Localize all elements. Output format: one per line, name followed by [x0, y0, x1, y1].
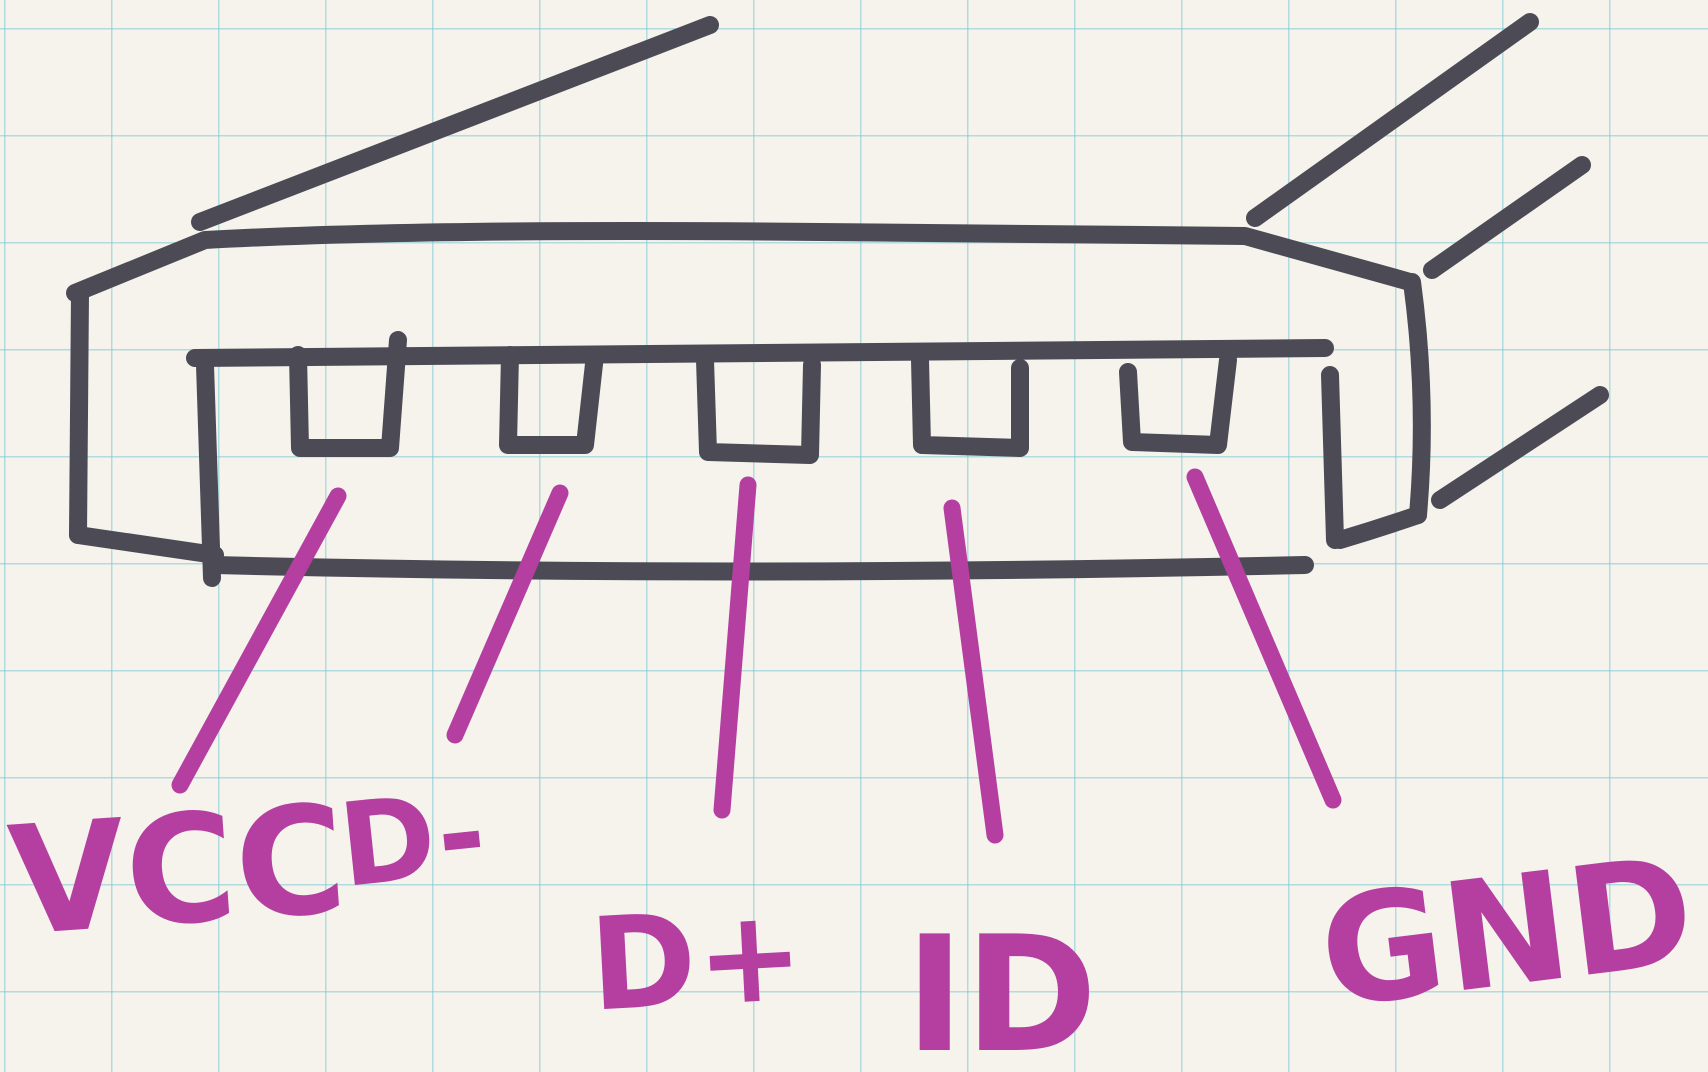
pin-slot	[186, 339, 1334, 587]
pin-contact-dplus	[696, 351, 821, 464]
pin-contact-vcc	[289, 331, 407, 457]
perspective-lines	[191, 13, 1609, 509]
housing-top-edge	[66, 222, 1419, 302]
pin-label-dminus: D-	[333, 766, 492, 914]
housing-back-flare	[1331, 506, 1427, 549]
pin-label-id: ID	[905, 901, 1097, 1072]
slot-top-edge	[186, 339, 1334, 367]
perspective-line-mid-right	[1423, 156, 1591, 279]
leader-line-dplus	[713, 476, 757, 819]
perspective-line-low-right	[1431, 386, 1609, 509]
housing-right-edge	[1403, 273, 1431, 524]
pin-contacts	[289, 331, 1237, 464]
housing-left-edge	[69, 284, 89, 544]
slot-left-edge	[196, 356, 221, 587]
leader-line-vcc	[171, 487, 347, 794]
slot-inner-right-wall	[1321, 366, 1344, 549]
pin-leader-lines	[171, 468, 1342, 844]
housing-bottom-edge	[69, 526, 224, 564]
slot-bottom-edge	[206, 556, 1314, 581]
leader-line-id	[943, 499, 1004, 844]
leader-line-dminus	[446, 484, 569, 744]
pin-label-vcc: VCC	[4, 773, 352, 970]
pin-contact-dminus	[499, 346, 604, 454]
pin-contact-id	[911, 351, 1029, 457]
perspective-line-top-right	[1246, 13, 1539, 227]
pin-label-gnd: GND	[1311, 824, 1703, 1042]
pin-label-dplus: D+	[586, 881, 807, 1041]
perspective-line-top-left	[191, 16, 719, 231]
pin-contact-gnd	[1119, 351, 1237, 454]
connector-housing	[66, 222, 1431, 564]
leader-line-gnd	[1186, 468, 1342, 809]
pin-labels: VCC D- D+ ID GND	[4, 766, 1703, 1072]
